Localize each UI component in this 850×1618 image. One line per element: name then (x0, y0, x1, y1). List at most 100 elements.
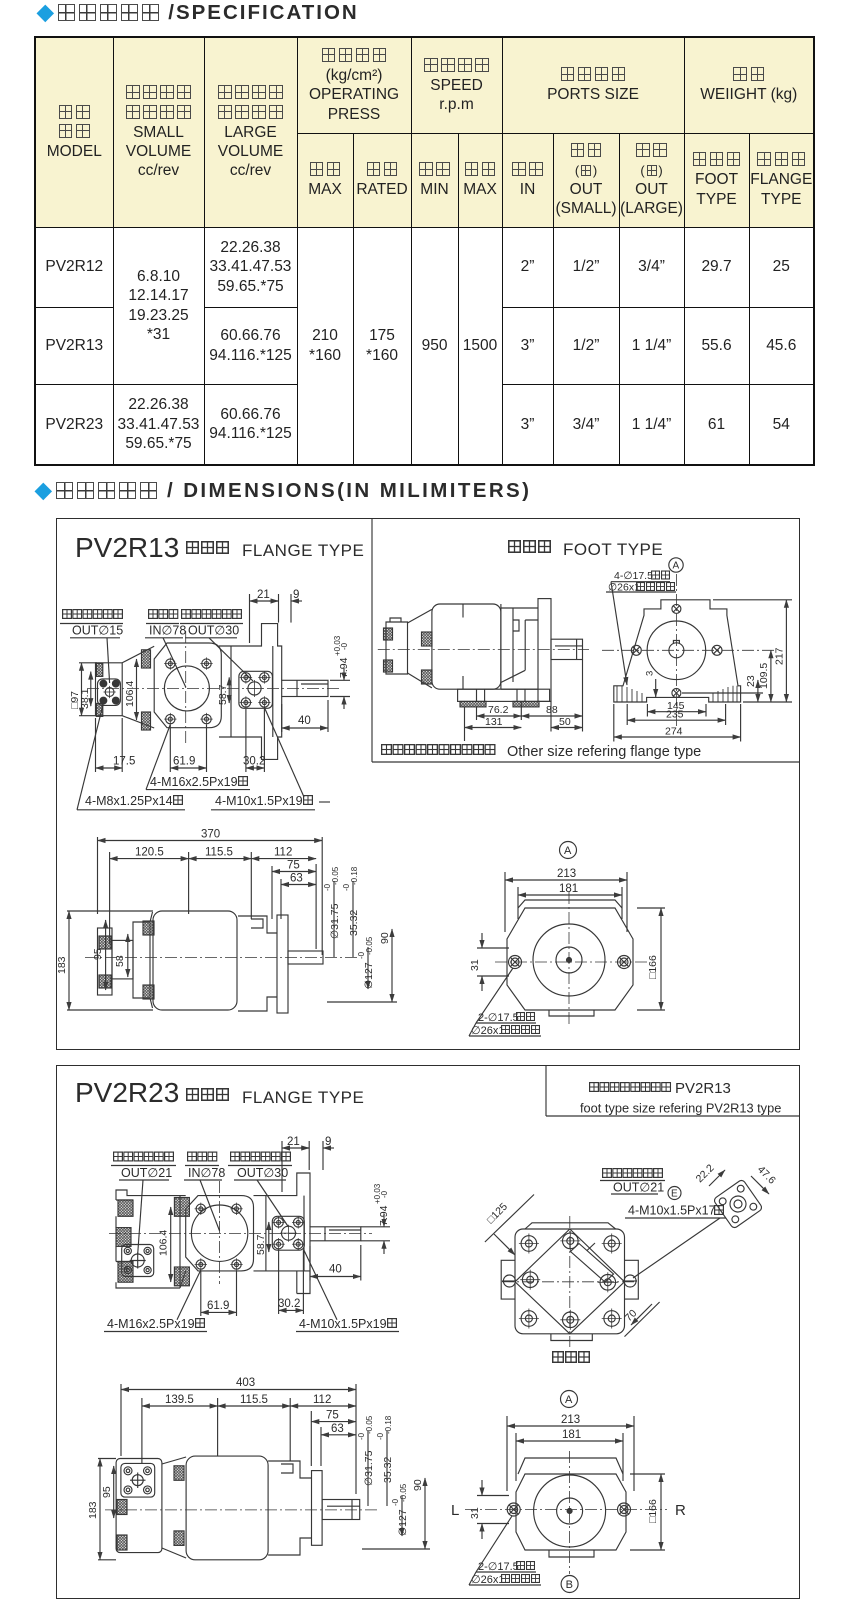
svg-text:4-M10x1.5Px19: 4-M10x1.5Px19 (215, 794, 303, 808)
svg-text:274: 274 (665, 726, 683, 738)
svg-text:63: 63 (290, 873, 303, 885)
svg-text:2-∅17.5: 2-∅17.5 (478, 1561, 519, 1573)
svg-text:112: 112 (313, 1394, 331, 1406)
svg-text:120.5: 120.5 (135, 847, 164, 859)
svg-text:61.9: 61.9 (173, 756, 195, 768)
svg-text:181: 181 (559, 883, 578, 895)
svg-text:-0.18: -0.18 (384, 1415, 393, 1434)
svg-text:183: 183 (57, 956, 68, 974)
svg-text:38.1: 38.1 (79, 688, 91, 709)
svg-text:370: 370 (201, 829, 220, 841)
svg-text:9: 9 (293, 589, 299, 601)
svg-text:4-M8x1.25Px14: 4-M8x1.25Px14 (85, 794, 173, 808)
svg-text:OUT∅30: OUT∅30 (188, 624, 239, 638)
svg-text:23: 23 (745, 675, 757, 687)
svg-text:3: 3 (645, 671, 656, 676)
svg-text:75: 75 (326, 1410, 339, 1422)
svg-text:40: 40 (329, 1264, 342, 1276)
svg-text:90: 90 (412, 1479, 424, 1491)
svg-text:∅31.75: ∅31.75 (363, 1450, 375, 1486)
svg-text:E: E (671, 1189, 678, 1200)
svg-text:PV2R13: PV2R13 (675, 1080, 731, 1097)
svg-text:∅26x1: ∅26x1 (471, 1574, 504, 1586)
svg-text:31: 31 (469, 959, 481, 971)
svg-text:A: A (564, 845, 572, 857)
svg-text:+0.03: +0.03 (373, 1183, 382, 1204)
svg-text:-0: -0 (357, 1432, 366, 1440)
svg-text:213: 213 (561, 1414, 580, 1426)
svg-text:IN∅78: IN∅78 (149, 624, 186, 638)
svg-text:-0.05: -0.05 (365, 1415, 374, 1434)
svg-text:50: 50 (559, 716, 571, 728)
svg-text:-0: -0 (376, 1432, 385, 1440)
svg-text:FLANGE TYPE: FLANGE TYPE (242, 1088, 364, 1107)
svg-text:403: 403 (236, 1377, 255, 1389)
svg-text:9: 9 (325, 1136, 331, 1148)
svg-text:40: 40 (298, 715, 311, 727)
svg-text:R: R (675, 1502, 686, 1519)
svg-text:L: L (451, 1502, 459, 1519)
svg-text:30.2: 30.2 (278, 1298, 300, 1310)
svg-text:-0: -0 (357, 951, 366, 959)
svg-text:106.4: 106.4 (124, 681, 136, 707)
svg-text:76.2: 76.2 (488, 704, 509, 716)
svg-text:90: 90 (379, 932, 391, 944)
svg-text:21: 21 (287, 1136, 300, 1148)
svg-text:4-M16x2.5Px19: 4-M16x2.5Px19 (107, 1317, 195, 1331)
svg-text:75: 75 (287, 860, 300, 872)
svg-text:∅127: ∅127 (397, 1509, 409, 1536)
svg-text:145: 145 (667, 700, 685, 712)
svg-text:95: 95 (101, 1486, 113, 1498)
svg-text:21: 21 (257, 589, 270, 601)
svg-text:213: 213 (557, 868, 576, 880)
svg-text:7.94: 7.94 (378, 1205, 390, 1226)
svg-text:-0.05: -0.05 (399, 1483, 408, 1502)
svg-text:4-M16x2.5Px19: 4-M16x2.5Px19 (150, 775, 238, 789)
svg-text:-0.05: -0.05 (331, 866, 340, 885)
svg-text:35.32: 35.32 (348, 910, 360, 936)
svg-text:□166: □166 (647, 1499, 659, 1523)
svg-text:+0.03: +0.03 (333, 635, 342, 656)
svg-text:112: 112 (274, 847, 292, 859)
svg-text:106.4: 106.4 (158, 1230, 170, 1256)
svg-text:B: B (566, 1579, 573, 1591)
svg-text:4-∅17.5: 4-∅17.5 (614, 570, 653, 582)
svg-text:31: 31 (469, 1507, 481, 1519)
svg-text:Other size refering flange typ: Other size refering flange type (507, 744, 701, 760)
svg-text:A: A (673, 561, 680, 572)
svg-text:-0.05: -0.05 (365, 936, 374, 955)
svg-text:30.2: 30.2 (243, 756, 265, 768)
svg-text:PV2R23: PV2R23 (75, 1077, 179, 1108)
svg-text:IN∅78: IN∅78 (188, 1166, 225, 1180)
svg-text:17.5: 17.5 (113, 756, 135, 768)
svg-text:95: 95 (92, 948, 104, 960)
svg-text:-0.18: -0.18 (350, 866, 359, 885)
svg-text:4-M10x1.5Px19: 4-M10x1.5Px19 (299, 1317, 387, 1331)
svg-text:7.94: 7.94 (338, 657, 350, 678)
svg-text:PV2R13: PV2R13 (75, 532, 179, 563)
svg-text:∅127: ∅127 (363, 962, 375, 989)
svg-text:115.5: 115.5 (240, 1394, 268, 1406)
svg-text:∅26x1: ∅26x1 (608, 582, 640, 594)
svg-text:-0: -0 (391, 1498, 400, 1506)
svg-text:-0: -0 (380, 1190, 389, 1198)
svg-text:88: 88 (546, 704, 558, 716)
svg-text:109.5: 109.5 (758, 663, 770, 689)
svg-text:61.9: 61.9 (207, 1300, 229, 1312)
svg-text:-0: -0 (340, 642, 349, 650)
svg-text:35.32: 35.32 (382, 1457, 394, 1483)
svg-text:foot type size refering PV2R13: foot type size refering PV2R13 type (580, 1101, 781, 1116)
svg-text:FLANGE TYPE: FLANGE TYPE (242, 541, 364, 560)
svg-text:58.7: 58.7 (255, 1234, 267, 1255)
svg-text:139.5: 139.5 (165, 1394, 194, 1406)
svg-text:∅31.75: ∅31.75 (329, 903, 341, 939)
svg-text:58: 58 (114, 955, 126, 967)
svg-text:∅26x1: ∅26x1 (471, 1025, 504, 1037)
svg-text:OUT∅30: OUT∅30 (237, 1166, 288, 1180)
svg-text:□125: □125 (485, 1201, 510, 1226)
svg-text:70: 70 (623, 1307, 640, 1324)
svg-text:181: 181 (562, 1429, 581, 1441)
svg-text:58.7: 58.7 (217, 684, 229, 705)
svg-text:FOOT TYPE: FOOT TYPE (563, 540, 663, 559)
svg-text:131: 131 (485, 716, 503, 728)
